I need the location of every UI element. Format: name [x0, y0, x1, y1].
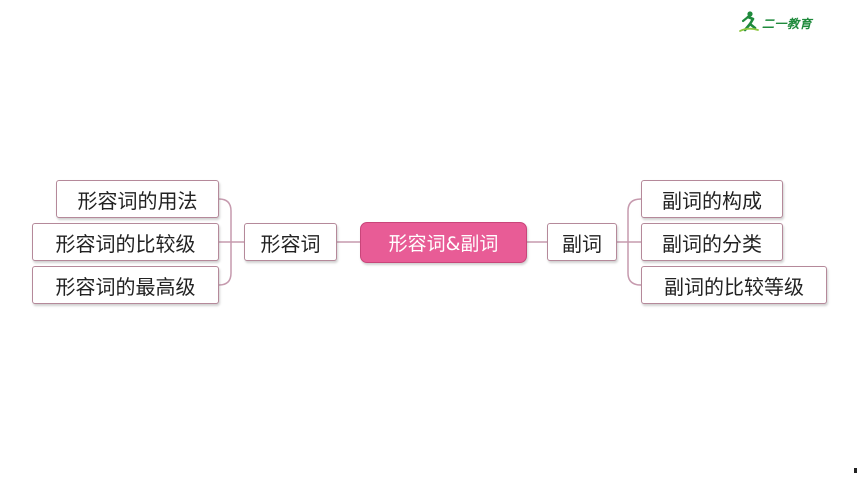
node-adjective-comparative: 形容词的比较级	[32, 223, 219, 261]
node-adverb-classification: 副词的分类	[641, 223, 783, 261]
node-adverb-degrees: 副词的比较等级	[641, 266, 827, 304]
corner-mark	[854, 468, 857, 473]
site-logo: 二一教育	[738, 10, 830, 36]
node-adverb: 副词	[547, 223, 617, 261]
node-adjective-superlative: 形容词的最高级	[32, 266, 219, 304]
node-adverb-formation: 副词的构成	[641, 180, 783, 218]
node-adjective: 形容词	[244, 223, 337, 261]
logo-text: 二一教育	[762, 17, 813, 31]
node-center-topic: 形容词&副词	[360, 222, 527, 263]
running-figure-icon	[739, 11, 759, 32]
node-adjective-usage: 形容词的用法	[56, 180, 219, 218]
